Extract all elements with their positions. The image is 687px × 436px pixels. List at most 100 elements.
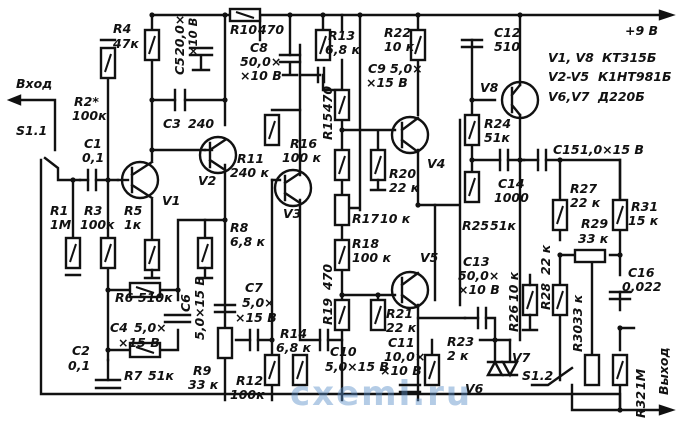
value-R28: 22 к [538,244,553,275]
value2-C7: ×15 В [235,310,277,325]
value-R22: 10 к [384,39,415,54]
label-C14: C14 [498,176,525,191]
label-V7: V7 [512,350,531,365]
resistor-R14 [291,353,309,387]
transistor-V8 [500,80,540,120]
label-R27: R27 [570,181,597,196]
label-R22: R22 [384,25,411,40]
resistor-R2 [99,38,117,80]
value-C13: 50,0× [458,268,499,283]
value-C7: 5,0× [242,295,275,310]
label-R21: R21 [386,306,413,321]
label-R13: R13 [328,28,355,43]
resistor-R9-pot [216,326,234,360]
capacitor-C5 [188,46,214,72]
label-R9: R9 [193,363,212,378]
value-R14: 6,8 к [276,340,311,355]
label-C15: C15 [553,142,580,157]
switch-S1-1-label: S1.1 [16,123,47,138]
label-C6: C6 [178,294,193,312]
label-C4: C4 [110,320,128,335]
value2-C13: ×10 В [458,282,500,297]
resistor-R1 [64,236,82,277]
value-R1: 1М [50,217,72,232]
value-R7: 51к [148,368,174,383]
value-R9: 33 к [188,377,219,392]
capacitor-C12 [460,38,484,49]
parts-list-refs-3: V6,V7 [548,89,590,104]
resistor-R13 [314,28,332,62]
resistor-R30-pot [583,353,601,387]
label-R18: R18 [352,236,379,251]
value-C12: 510 [494,39,520,54]
value-R8: 6,8 к [230,234,265,249]
diode-symbols [485,359,520,378]
resistor-R26 [521,273,539,332]
resistor-R19 [333,298,351,332]
value-R24: 51к [484,130,510,145]
value-R27: 22 к [570,195,601,210]
label-R25: R25 [462,218,489,233]
resistor-R31 [611,198,629,232]
parts-list-refs-1: V1, V8 [548,50,594,65]
capacitor-C7 [248,328,260,352]
resistor-R10 [228,7,262,23]
capacitor-C10 [318,328,330,352]
label-C1: C1 [84,136,102,151]
label-R10: R10 [230,22,257,37]
parts-list-type-3: Д220Б [597,89,645,104]
capacitor-C11 [398,383,422,394]
transistor-V4 [390,115,430,155]
label-C5: C5 [172,57,187,75]
resistor-R17-pot [333,193,351,227]
resistor-R8 [196,236,214,280]
watermark: cxemi.ru [290,374,472,414]
resistor-R27 [551,198,569,232]
capacitor-C2 [94,378,122,390]
label-R28: R28 [538,283,553,310]
transistor-V1 [120,160,160,200]
value-R10: 470 [257,22,284,37]
label-V3: V3 [283,206,301,221]
resistor-bodies [64,7,629,387]
value-C14: 1000 [494,190,529,205]
value-C2: 0,1 [68,358,90,373]
value2-C4: ×15 В [118,335,160,350]
label-V4: V4 [427,156,445,171]
label-R1: R1 [50,203,68,218]
value-R30: 33 к [570,294,585,325]
output-label: Выход [656,347,671,395]
resistor-R6 [128,281,162,299]
label-V6: V6 [465,381,484,396]
label-R15: R15 [320,113,335,140]
value-R13: 6,8 к [325,42,360,57]
label-R14: R14 [280,326,307,341]
value-R11: 240 к [230,165,269,180]
capacitor-C3 [173,88,187,112]
label-R12: R12 [236,373,263,388]
value-C8: 50,0× [240,54,281,69]
parts-list-refs-2: V2-V5 [548,69,589,84]
label-C3: C3 [163,116,181,131]
label-R5: R5 [124,203,143,218]
label-R32: R32 [633,391,648,418]
value-R4: 47к [112,36,139,51]
value-C9: 5,0× [390,61,423,76]
value-R12: 100к [230,387,265,402]
resistor-R20 [369,148,387,192]
label-R17: R17 [352,211,379,226]
capacitor-C13 [476,306,488,330]
value-C5: 20,0× [172,15,187,56]
value-C15: 1,0×15 В [580,142,644,157]
transistor-V2 [198,135,238,175]
resistor-R24 [463,113,481,147]
diode-V7 [500,360,520,378]
value-R2: 100к [72,108,107,123]
resistor-R25 [463,170,481,204]
label-V5: V5 [420,250,439,265]
label-R23: R23 [447,334,474,349]
label-C7: C7 [245,280,263,295]
value-R6: 510к [138,290,173,305]
